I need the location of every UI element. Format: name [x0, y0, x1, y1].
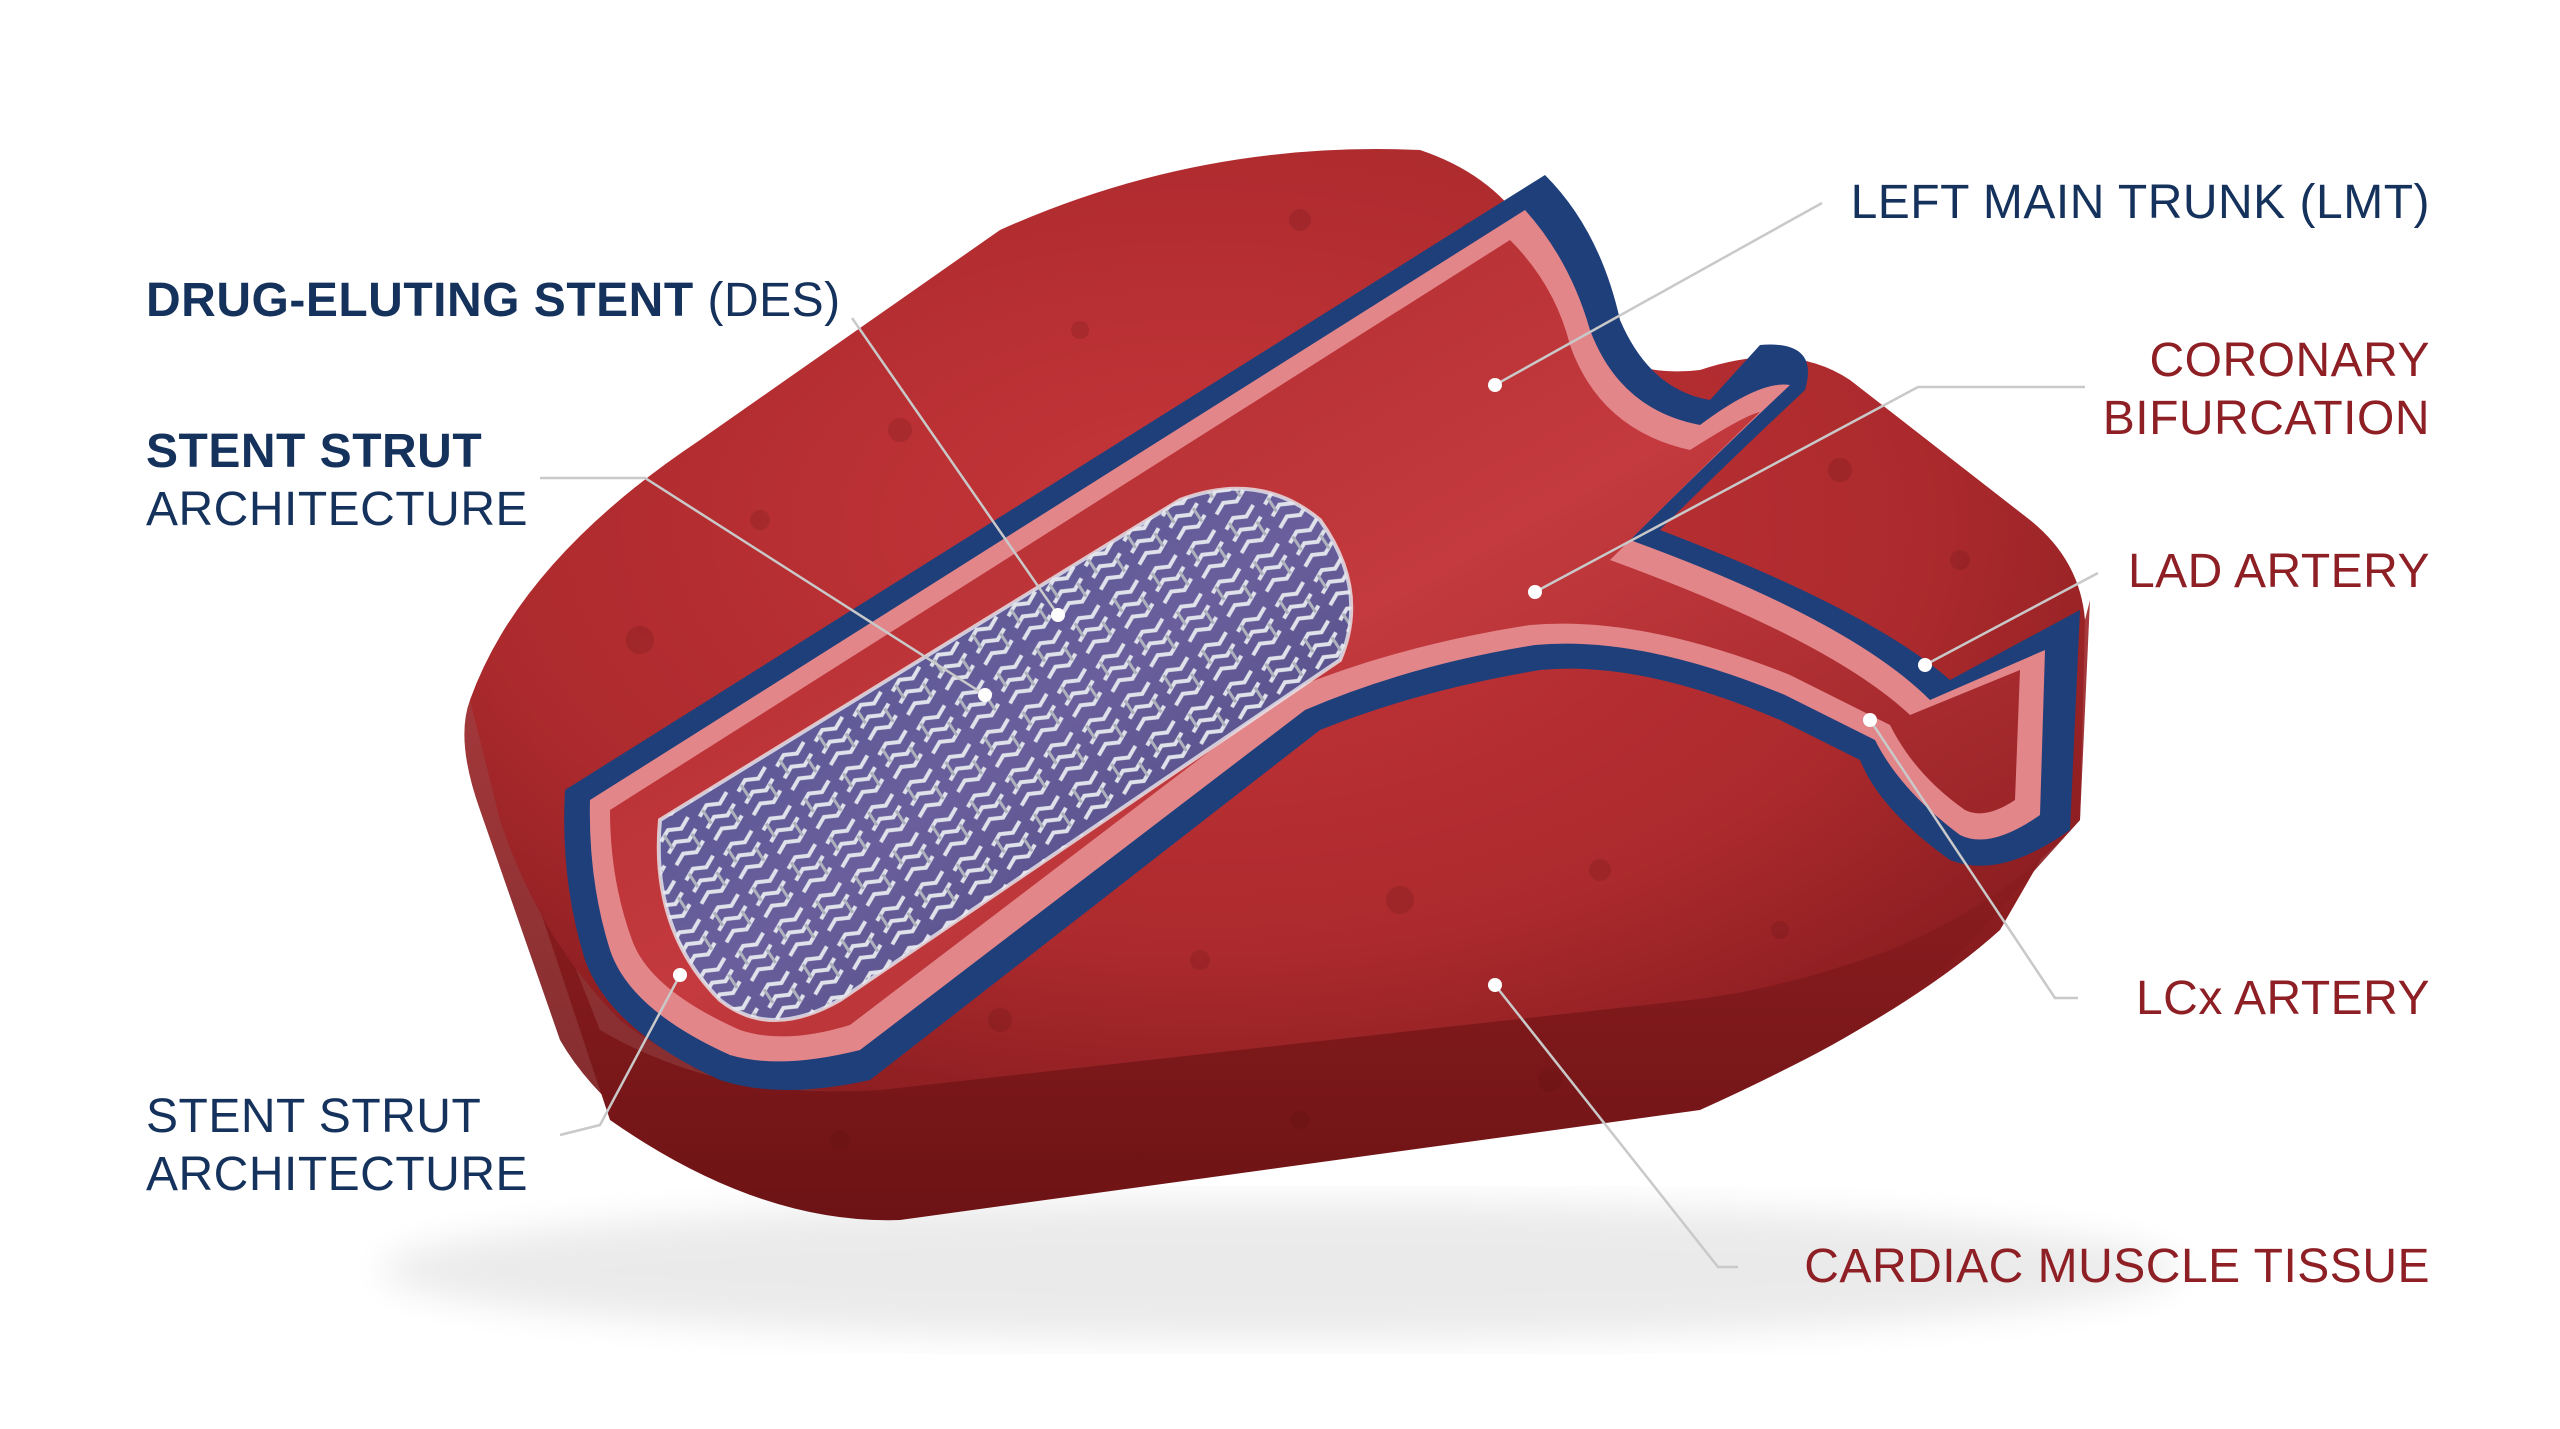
tissue-block-front	[464, 600, 2090, 1218]
label-des-bold: DRUG-ELUTING STENT	[146, 274, 694, 327]
label-des-rest: (DES)	[693, 274, 841, 327]
ground-shadow	[380, 1200, 2180, 1340]
label-lcx-artery: LCx ARTERY	[2135, 972, 2430, 1025]
leader-des	[850, 317, 1060, 616]
label-stent-strut-bottom: STENT STRUT ARCHITECTURE	[146, 1088, 528, 1204]
label-left-main-trunk: LEFT MAIN TRUNK (LMT)	[1850, 176, 2430, 229]
label-strut-top-line2: ARCHITECTURE	[146, 483, 529, 536]
leader-strut-top	[540, 476, 986, 697]
label-coronary-bifurcation: CORONARY BIFURCATION	[2103, 332, 2430, 448]
leader-lcx	[1868, 719, 2078, 1000]
leader-lmt	[1494, 201, 1823, 387]
label-stent-strut-top: STENT STRUT ARCHITECTURE	[146, 423, 528, 539]
stent-outline	[656, 486, 1354, 1022]
label-drug-eluting-stent: DRUG-ELUTING STENT (DES)	[146, 272, 841, 330]
label-strut-bottom-line1: STENT STRUT	[146, 1090, 482, 1143]
label-strut-bottom-line2: ARCHITECTURE	[146, 1148, 529, 1201]
label-strut-top-line1: STENT STRUT	[146, 425, 483, 478]
leader-lines	[540, 201, 2099, 1269]
label-bifurcation-line2: BIFURCATION	[2102, 392, 2430, 445]
label-cardiac-muscle-tissue: CARDIAC MUSCLE TISSUE	[1804, 1240, 2430, 1293]
label-bifurcation-line1: CORONARY	[2149, 334, 2430, 387]
leader-cardiac	[1494, 984, 1738, 1269]
label-lad-artery: LAD ARTERY	[2127, 545, 2430, 598]
stent-strut-mesh	[658, 488, 1352, 1020]
leader-strut-bottom	[559, 974, 682, 1137]
leader-lad	[1924, 571, 2099, 667]
drug-eluting-stent	[656, 486, 1354, 1022]
leader-dots	[673, 378, 1932, 992]
leader-bifurcation	[1534, 385, 2085, 594]
